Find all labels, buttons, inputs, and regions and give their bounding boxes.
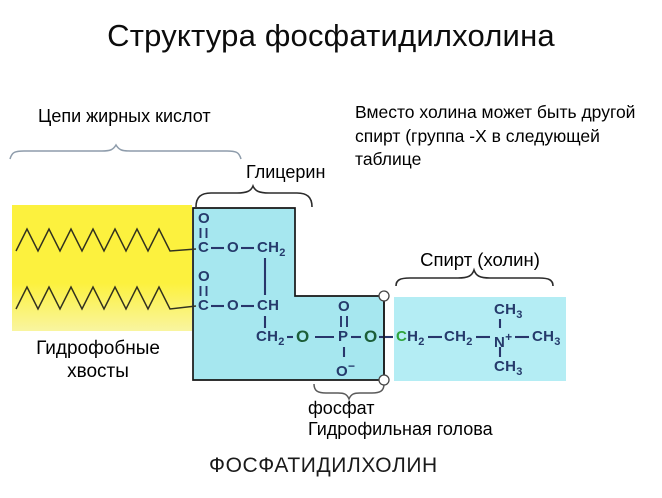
fatty-acid-chain-2 bbox=[15, 285, 197, 311]
hydrophobic-tails-label: Гидрофобные хвосты bbox=[36, 338, 160, 382]
alcohol-brace bbox=[395, 267, 554, 287]
note-line-3: таблице bbox=[355, 149, 422, 169]
fatty-chains-label: Цепи жирных кислот bbox=[38, 106, 211, 126]
atom-o: O bbox=[338, 298, 350, 315]
atom-o: O bbox=[227, 239, 239, 256]
page-title: Структура фосфатидилхолина bbox=[107, 18, 555, 53]
glycerin-brace bbox=[195, 183, 313, 208]
atom-n-plus: N+ bbox=[494, 330, 513, 351]
atom-o-ester: O bbox=[364, 327, 378, 346]
fatty-acid-chain-1 bbox=[15, 227, 197, 253]
atom-o-ester: O bbox=[296, 327, 310, 346]
group-ch: CH bbox=[257, 297, 280, 314]
glycerol-phosphate-box bbox=[192, 207, 385, 381]
note-line-1: Вместо холина может быть другой bbox=[355, 102, 636, 122]
atom-o: O bbox=[198, 210, 210, 227]
atom-o: O bbox=[227, 297, 239, 314]
atom-c: C bbox=[198, 239, 210, 256]
hydrophobic-tails-box bbox=[12, 205, 192, 331]
group-ch2: CH2 bbox=[396, 328, 425, 349]
brace-dot bbox=[347, 401, 351, 405]
group-ch2: CH2 bbox=[256, 328, 285, 349]
handle-circle-bottom bbox=[378, 374, 390, 386]
group-ch2: CH2 bbox=[257, 239, 286, 260]
alcohol-choline-label: Спирт (холин) bbox=[420, 249, 540, 270]
atom-o: O bbox=[198, 268, 210, 285]
note-line-2: спирт (группа -X в следующей bbox=[355, 125, 600, 146]
phosphate-brace bbox=[313, 383, 385, 402]
fatty-chains-brace bbox=[9, 143, 242, 160]
compound-name-label: ФОСФАТИДИЛХОЛИН bbox=[209, 454, 438, 477]
group-ch3: CH3 bbox=[494, 301, 523, 322]
phosphate-label: фосфат bbox=[308, 398, 375, 418]
note-text: Вместо холина может быть другой спирт (г… bbox=[355, 101, 660, 172]
hydrophilic-head-label: Гидрофильная голова bbox=[308, 419, 493, 439]
atom-p: P bbox=[338, 328, 349, 345]
choline-box bbox=[394, 297, 566, 381]
handle-circle-top bbox=[378, 290, 390, 302]
atom-o-minus: O− bbox=[336, 359, 356, 380]
group-ch3: CH3 bbox=[532, 328, 561, 349]
glycerin-label: Глицерин bbox=[246, 162, 326, 182]
group-ch2: CH2 bbox=[444, 328, 473, 349]
group-ch3: CH3 bbox=[494, 358, 523, 379]
atom-c: C bbox=[198, 297, 210, 314]
